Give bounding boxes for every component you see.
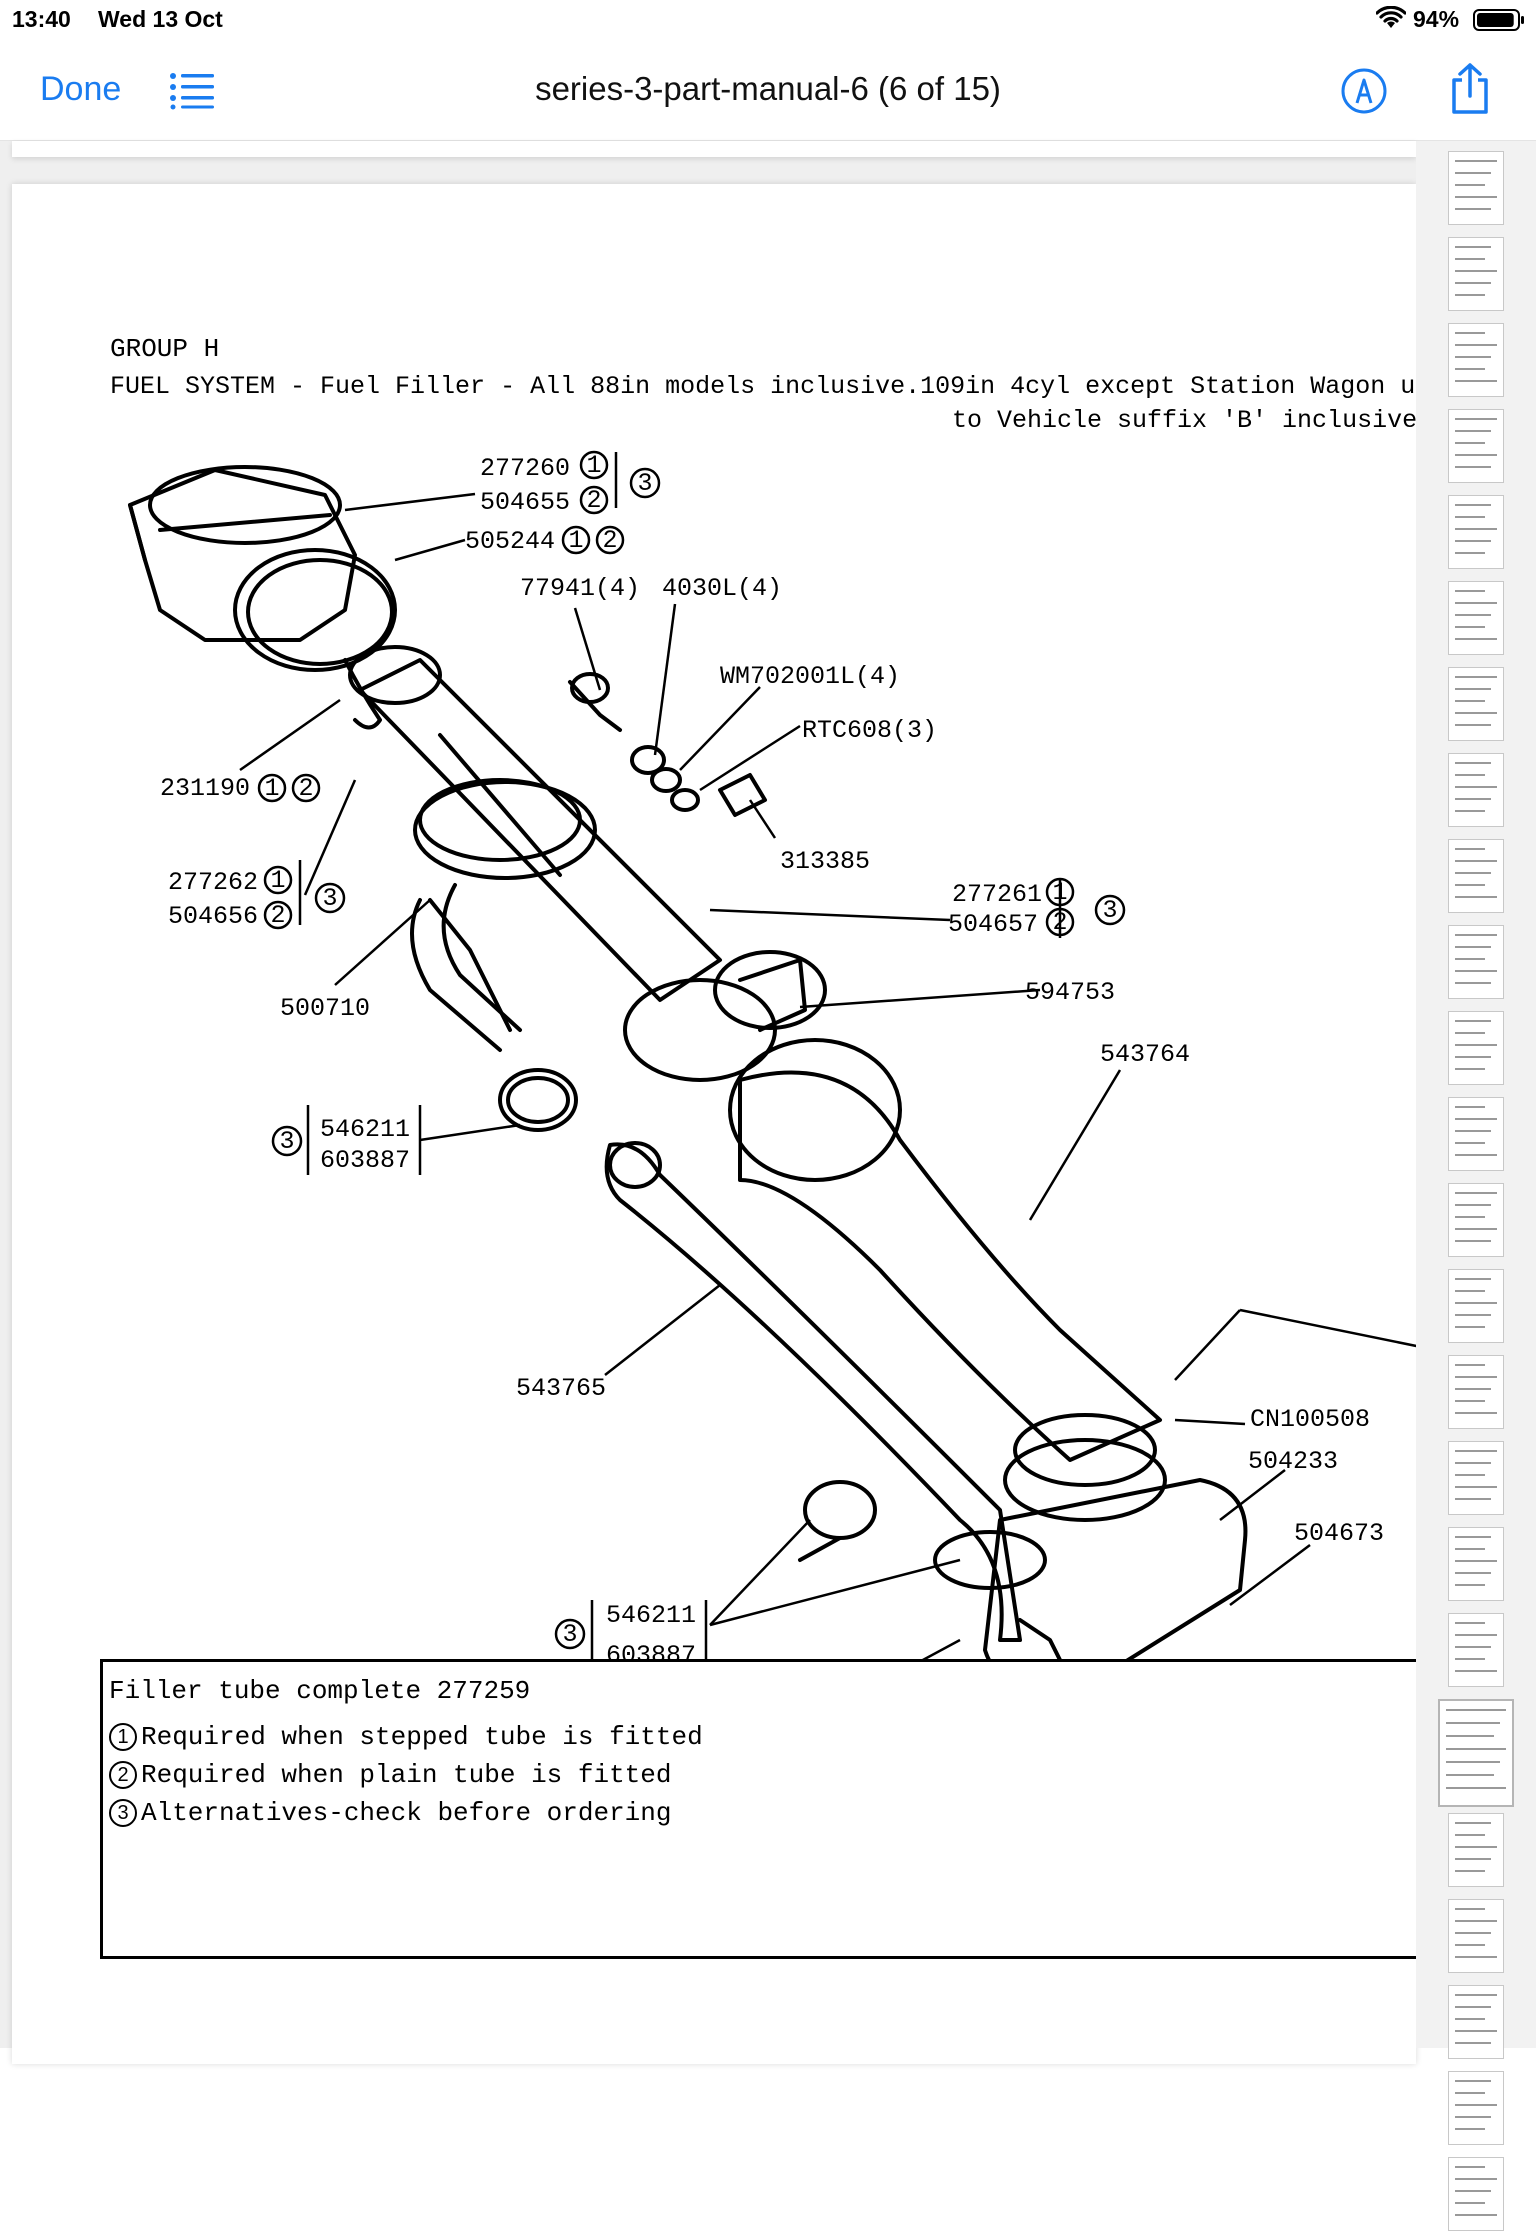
part-label: 231190 [160, 774, 250, 803]
part-label: 277261 [952, 880, 1042, 909]
page-thumbnail[interactable] [1448, 1011, 1504, 1085]
marker-2: 2 [602, 526, 617, 555]
page-thumbnail[interactable] [1448, 151, 1504, 225]
part-label: 543764 [1100, 1040, 1190, 1069]
done-button[interactable]: Done [40, 70, 122, 108]
page-thumbnail[interactable] [1448, 237, 1504, 311]
marker-3: 3 [637, 469, 652, 498]
part-label: 603887 [320, 1146, 410, 1175]
part-label: 77941(4) [520, 574, 640, 603]
part-label: 546211 [320, 1115, 410, 1144]
part-label: 4030L(4) [662, 574, 782, 603]
fuel-filler-diagram: 1 2 3 1 2 1 2 1 2 3 1 2 3 3 3 277260 504… [128, 450, 1416, 1660]
previous-page-edge [12, 141, 1416, 157]
page-thumbnail[interactable] [1448, 1355, 1504, 1429]
tank-flange-drawing [983, 1478, 1248, 1660]
part-label: 504656 [168, 902, 258, 931]
battery-icon [1473, 9, 1524, 31]
wifi-icon [1376, 6, 1406, 28]
part-label: 505244 [465, 527, 555, 556]
marker-1: 1 [568, 526, 583, 555]
filler-cap-drawing [128, 468, 357, 642]
part-label: CN100508 [1250, 1405, 1370, 1434]
page-thumbnail[interactable] [1448, 839, 1504, 913]
page-thumbnail[interactable] [1448, 1441, 1504, 1515]
marker-1: 1 [264, 774, 279, 803]
page-thumbnail[interactable] [1448, 925, 1504, 999]
page-thumbnail[interactable] [1448, 2071, 1504, 2145]
page-thumbnail[interactable] [1448, 1527, 1504, 1601]
marker-2: 2 [298, 774, 313, 803]
part-label: 500710 [280, 994, 370, 1023]
hose-543765-drawing [604, 1142, 1022, 1642]
page-thumbnail[interactable] [1448, 323, 1504, 397]
part-label: 504655 [480, 488, 570, 517]
marker-1: 1 [586, 451, 601, 480]
part-label: 277260 [480, 454, 570, 483]
part-label: 546211 [606, 1601, 696, 1630]
part-label: RTC608(3) [802, 716, 937, 745]
page-thumbnail[interactable] [1448, 1269, 1504, 1343]
marker-3: 3 [1102, 896, 1117, 925]
part-label: 543765 [516, 1374, 606, 1403]
page-thumbnail[interactable] [1448, 667, 1504, 741]
marker-2: 2 [586, 486, 601, 515]
page-thumbnail[interactable] [1448, 1613, 1504, 1687]
marker-3: 3 [322, 884, 337, 913]
list-icon[interactable] [168, 70, 216, 110]
filler-neck-drawing [358, 658, 722, 1002]
part-label: 594753 [1025, 978, 1115, 1007]
status-date: Wed 13 Oct [98, 6, 223, 32]
page-thumbnail[interactable] [1448, 409, 1504, 483]
battery-percent: 94% [1413, 6, 1460, 32]
page-thumbnail[interactable] [1448, 495, 1504, 569]
section-heading-line2: to Vehicle suffix 'B' inclusive [952, 406, 1418, 435]
part-label: 277262 [168, 868, 258, 897]
page-thumbnail[interactable] [1448, 1097, 1504, 1171]
share-icon[interactable] [1448, 62, 1492, 116]
status-time: 13:40 [12, 6, 71, 32]
marker-3: 3 [562, 1620, 577, 1649]
page-thumbnail[interactable] [1448, 753, 1504, 827]
marker-3: 3 [279, 1127, 294, 1156]
page-thumbnail-strip[interactable] [1416, 141, 1536, 2231]
page-thumbnail[interactable] [1448, 1899, 1504, 1973]
marker-1: 1 [270, 866, 285, 895]
status-bar: 13:40 Wed 13 Oct 94% [0, 0, 1536, 40]
page-thumbnail[interactable] [1448, 1985, 1504, 2059]
group-heading: GROUP H [110, 334, 220, 364]
marker-2: 2 [270, 901, 285, 930]
page-thumbnail[interactable] [1448, 581, 1504, 655]
hose-543764-drawing [738, 1070, 1162, 1462]
page-thumbnail[interactable] [1448, 1183, 1504, 1257]
part-label: 504673 [1294, 1519, 1384, 1548]
part-label: 504233 [1248, 1447, 1338, 1476]
part-label: WM702001L(4) [720, 662, 900, 691]
part-label: 603887 [606, 1641, 696, 1660]
legend-title: Filler tube complete 277259 [109, 1676, 531, 1706]
page-thumbnail[interactable] [1448, 2157, 1504, 2231]
page-thumbnail[interactable] [1448, 1813, 1504, 1887]
page-thumbnail-current[interactable] [1438, 1699, 1514, 1807]
part-label: 504657 [948, 910, 1038, 939]
markup-icon[interactable] [1340, 67, 1388, 115]
part-label: 313385 [780, 847, 870, 876]
marker-2: 2 [1052, 908, 1067, 937]
section-heading-line1: FUEL SYSTEM - Fuel Filler - All 88in mod… [110, 372, 1431, 401]
marker-1: 1 [1052, 878, 1067, 907]
